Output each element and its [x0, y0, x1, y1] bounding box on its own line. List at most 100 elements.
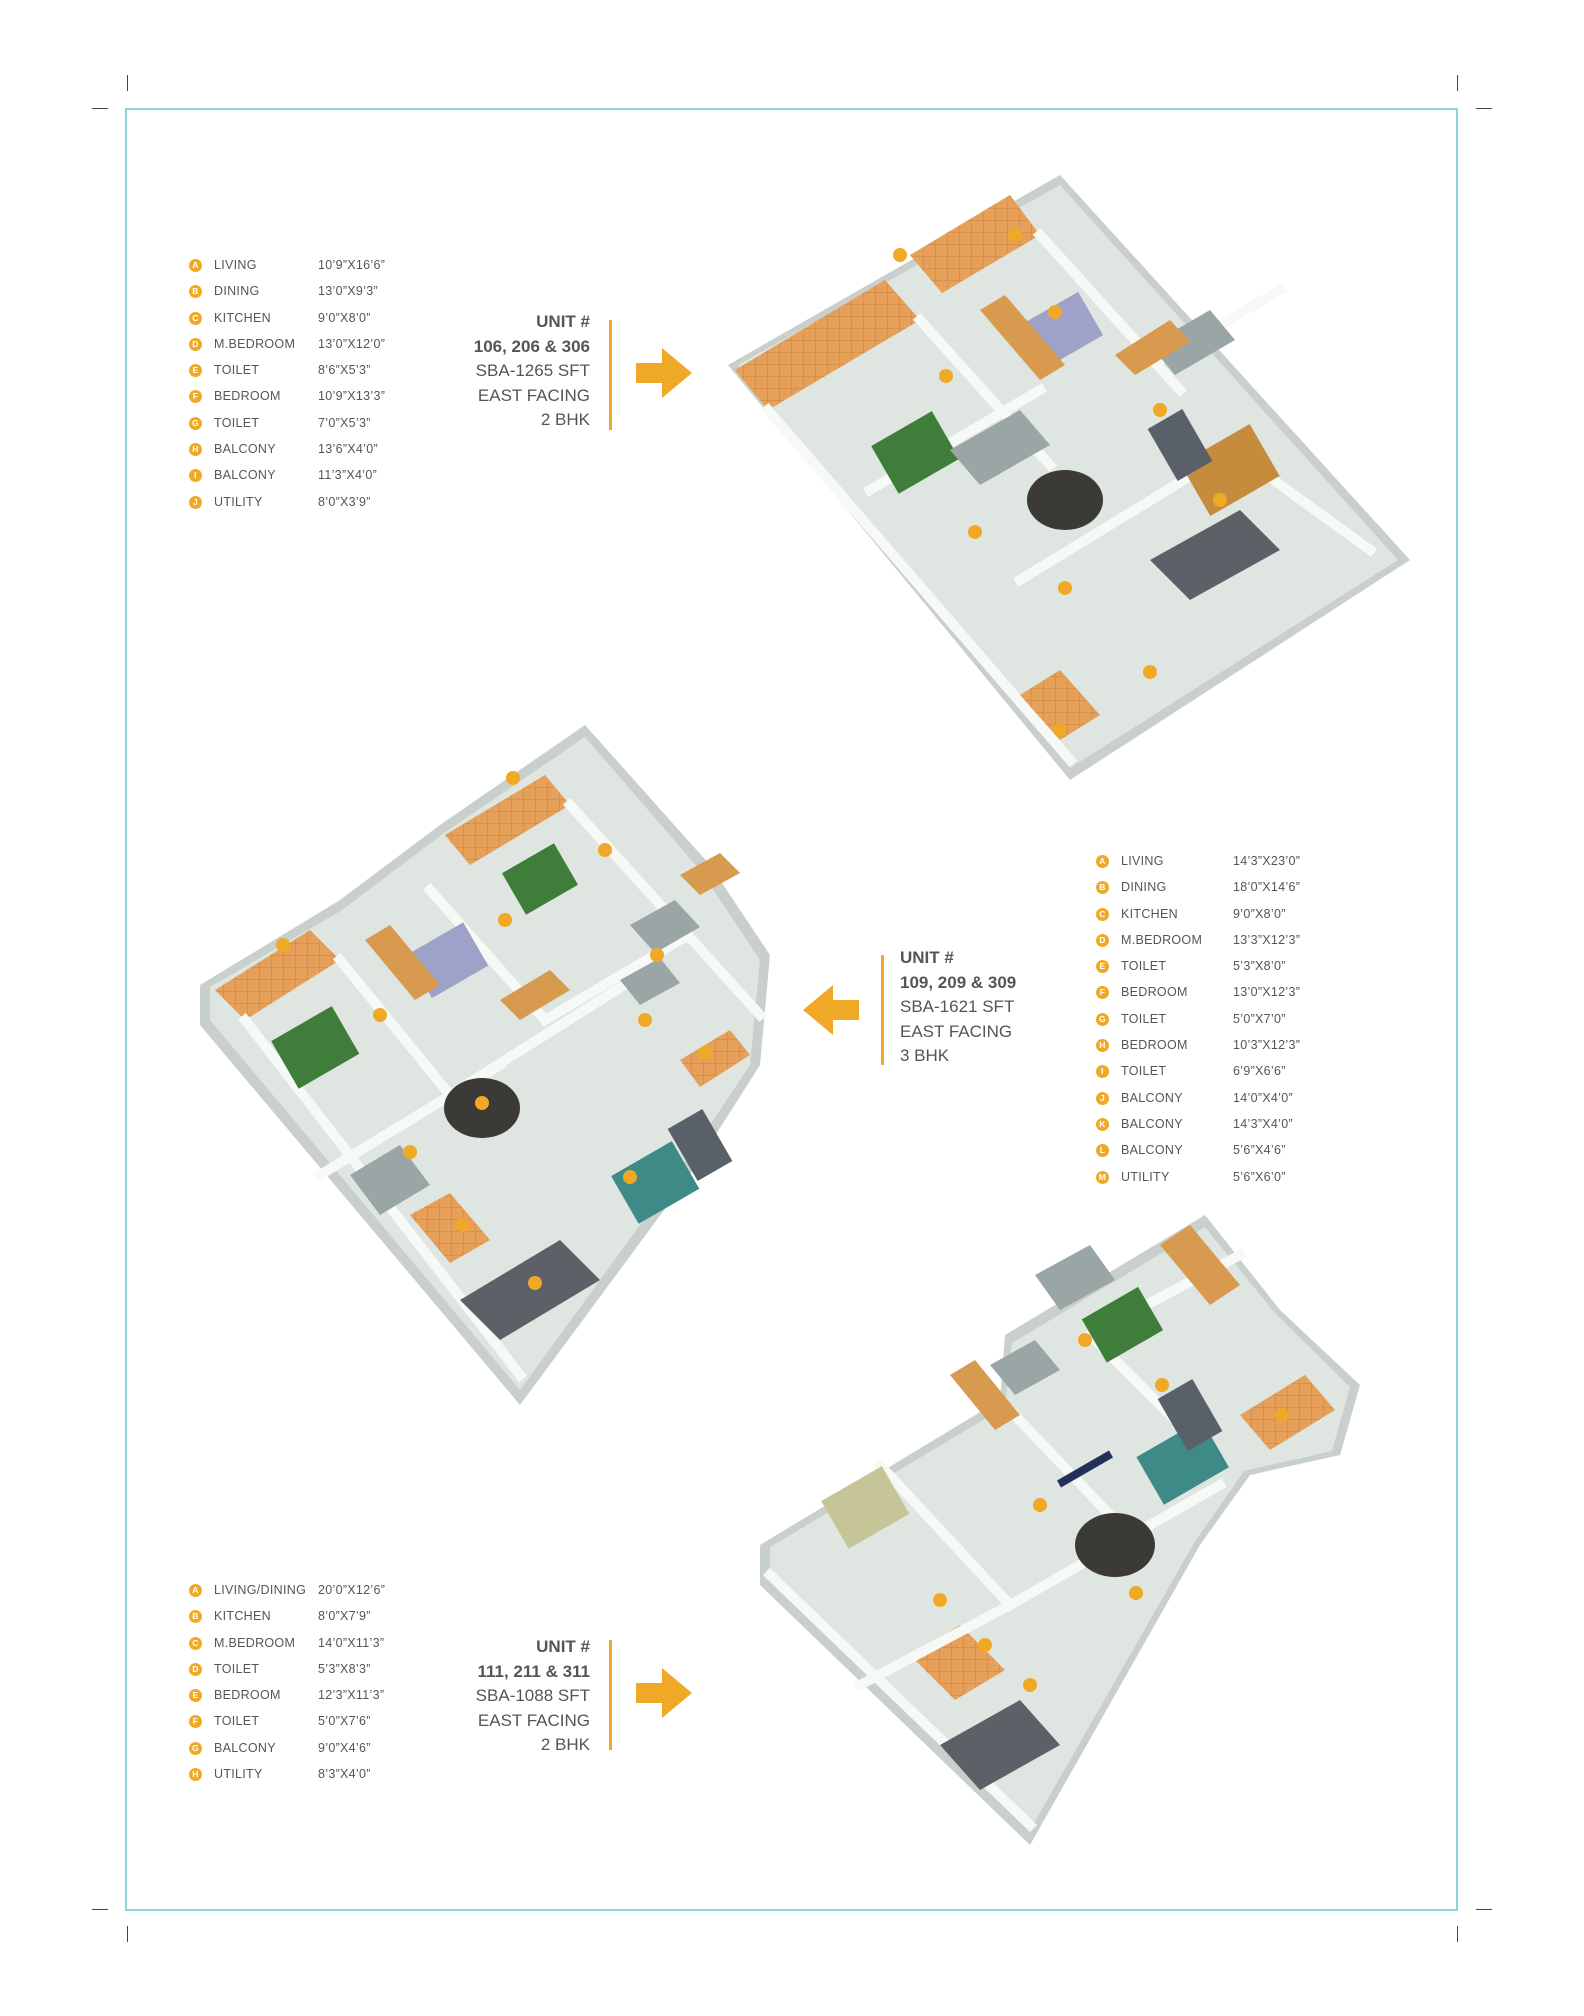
unit-sba: SBA-1088 SFT: [475, 1686, 590, 1705]
room-letter-badge: L: [1096, 1144, 1109, 1158]
unit-divider: [609, 320, 612, 430]
room-name: DINING: [1121, 880, 1167, 895]
room-name: BALCONY: [1121, 1116, 1183, 1131]
room-size: 5’6”X6’0”: [1233, 1169, 1286, 1184]
room-size: 14’3”X23’0”: [1233, 854, 1301, 868]
room-name: BALCONY: [1121, 1143, 1183, 1158]
room-letter-badge: C: [1096, 907, 1109, 921]
unit-sba: SBA-1265 SFT: [475, 361, 590, 380]
room-size: 5’6”X4’6”: [1233, 1143, 1286, 1158]
legend-row: L BALCONY 5’6”X4’6”: [1096, 1137, 1336, 1163]
room-name: LIVING: [1121, 854, 1164, 868]
unit-divider: [609, 1640, 612, 1750]
arrow-left-icon: [803, 985, 859, 1035]
room-name: KITCHEN: [214, 1609, 271, 1624]
room-letter-badge: H: [189, 443, 202, 457]
room-name: BALCONY: [1121, 1090, 1183, 1105]
room-name: TOILET: [1121, 1064, 1167, 1079]
room-size: 5’3”X8’0”: [1233, 959, 1286, 974]
room-letter-badge: G: [1096, 1012, 1109, 1026]
room-name: BALCONY: [214, 442, 276, 457]
room-name: M.BEDROOM: [214, 1635, 296, 1650]
room-size: 5’0”X7’0”: [1233, 1011, 1286, 1026]
room-name: TOILET: [1121, 1011, 1167, 1026]
room-size: 14’3”X4’0”: [1233, 1116, 1293, 1131]
crop-mark: [127, 75, 128, 91]
room-letter-badge: A: [1096, 855, 1109, 868]
room-size: 13’0”X9’3”: [318, 284, 378, 299]
legend-row: A LIVING 14’3”X23’0”: [1096, 848, 1336, 874]
room-letter-badge: D: [189, 1662, 202, 1676]
unit-numbers: 111, 211 & 311: [477, 1661, 590, 1681]
room-letter-badge: B: [1096, 881, 1109, 895]
room-size: 14’0”X11’3”: [318, 1635, 385, 1650]
room-size: 14’0”X4’0”: [1233, 1090, 1293, 1105]
room-name: TOILET: [214, 415, 260, 430]
room-letter-badge: A: [189, 259, 202, 272]
legend-row: H BALCONY 13’6”X4’0”: [189, 436, 419, 462]
crop-mark: [92, 108, 108, 109]
room-letter-badge: B: [189, 285, 202, 299]
room-letter-badge: E: [189, 364, 202, 378]
unit-heading: UNIT #: [536, 1637, 590, 1656]
room-letter-badge: F: [1096, 986, 1109, 1000]
unit-heading: UNIT #: [536, 312, 590, 331]
unit-info: UNIT # 111, 211 & 311 SBA-1088 SFT EAST …: [440, 1635, 590, 1758]
room-size: 20’0”X12’6”: [318, 1583, 386, 1597]
floor-plan-unit-111: [760, 1215, 1360, 1845]
crop-mark: [1457, 75, 1458, 91]
room-name: BEDROOM: [214, 1688, 281, 1703]
room-letter-badge: E: [1096, 960, 1109, 974]
crop-mark: [1476, 1909, 1492, 1910]
unit-divider: [881, 955, 884, 1065]
room-letter-badge: C: [189, 1636, 202, 1650]
crop-mark: [1476, 108, 1492, 109]
unit-info: UNIT # 106, 206 & 306 SBA-1265 SFT EAST …: [440, 310, 590, 433]
room-letter-badge: D: [1096, 933, 1109, 947]
room-name: LIVING/DINING: [214, 1583, 307, 1597]
room-letter-badge: B: [189, 1610, 202, 1624]
room-name: LIVING: [214, 258, 257, 272]
room-letter-badge: J: [189, 495, 202, 509]
room-letter-badge: I: [189, 469, 202, 483]
room-name: BALCONY: [214, 1740, 276, 1755]
legend-row: F BEDROOM 13’0”X12’3”: [1096, 979, 1336, 1005]
room-size: 5’0”X7’6”: [318, 1714, 371, 1729]
room-name: M.BEDROOM: [214, 336, 296, 351]
room-name: KITCHEN: [214, 310, 271, 325]
room-size: 6’9”X6’6”: [1233, 1064, 1286, 1079]
room-size: 10’9”X13’3”: [318, 389, 386, 404]
room-size: 8’0”X3’9”: [318, 494, 371, 509]
room-name: BEDROOM: [1121, 985, 1188, 1000]
room-size: 13’6”X4’0”: [318, 442, 378, 457]
crop-mark: [127, 1926, 128, 1942]
room-letter-badge: C: [189, 311, 202, 325]
room-size: 8’3”X4’0”: [318, 1767, 371, 1782]
room-letter-badge: D: [189, 337, 202, 351]
unit-facing: EAST FACING: [900, 1021, 1013, 1041]
legend-row: G TOILET 5’0”X7’0”: [1096, 1006, 1336, 1032]
arrow-right-icon: [636, 1668, 692, 1718]
room-size: 10’9”X16’6”: [318, 258, 386, 272]
room-size: 12’3”X11’3”: [318, 1688, 385, 1703]
crop-mark: [1457, 1926, 1458, 1942]
room-size: 9’0”X4’6”: [318, 1740, 371, 1755]
room-size: 13’0”X12’3”: [1233, 985, 1301, 1000]
room-size: 10’3”X12’3”: [1233, 1038, 1301, 1053]
unit-numbers: 109, 209 & 309: [900, 972, 1017, 992]
arrow-right-icon: [636, 348, 692, 398]
